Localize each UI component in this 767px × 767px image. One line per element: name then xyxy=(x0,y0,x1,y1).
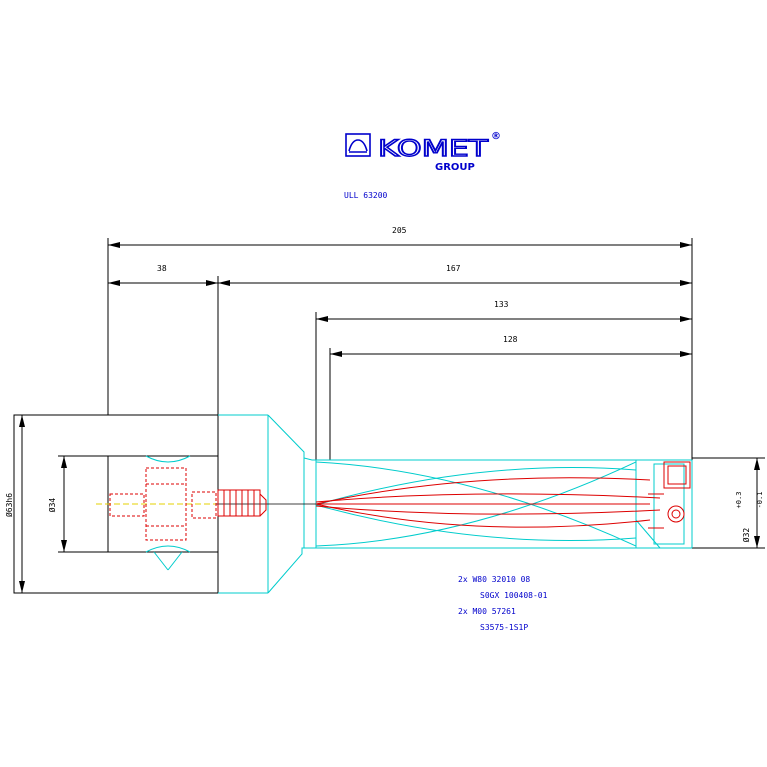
dim-bore-diameter: Ø34 xyxy=(47,498,57,513)
dim-length-133: 133 xyxy=(494,300,509,309)
drawing-code: ULL 63200 xyxy=(344,191,388,200)
dim-cut-diameter: Ø32 xyxy=(741,528,751,543)
dim-body-length: 167 xyxy=(446,264,461,273)
note-screw-1: 2x M00 57261 xyxy=(458,607,516,616)
dim-shank-diameter: Ø63h6 xyxy=(4,493,14,517)
note-insert-2: S0GX 100408-01 xyxy=(480,591,548,600)
dim-length-128: 128 xyxy=(503,335,518,344)
dim-overall-length: 205 xyxy=(392,226,407,235)
dim-cut-tol-upper: +0.3 xyxy=(735,492,743,509)
note-insert-1: 2x W80 32010 08 xyxy=(458,575,530,584)
logo-registered: ® xyxy=(491,131,501,142)
note-screw-2: S3575-1S1P xyxy=(480,623,528,632)
dimension-arrows xyxy=(19,242,760,593)
dim-cut-tol-lower: -0.1 xyxy=(756,492,764,509)
logo-group: GROUP xyxy=(435,162,475,173)
internal-details xyxy=(109,461,691,541)
komet-emblem-icon xyxy=(345,133,371,157)
dim-shank-length: 38 xyxy=(157,264,167,273)
komet-logo: KOMET ® GROUP xyxy=(345,131,501,173)
logo-brand: KOMET xyxy=(378,137,489,162)
